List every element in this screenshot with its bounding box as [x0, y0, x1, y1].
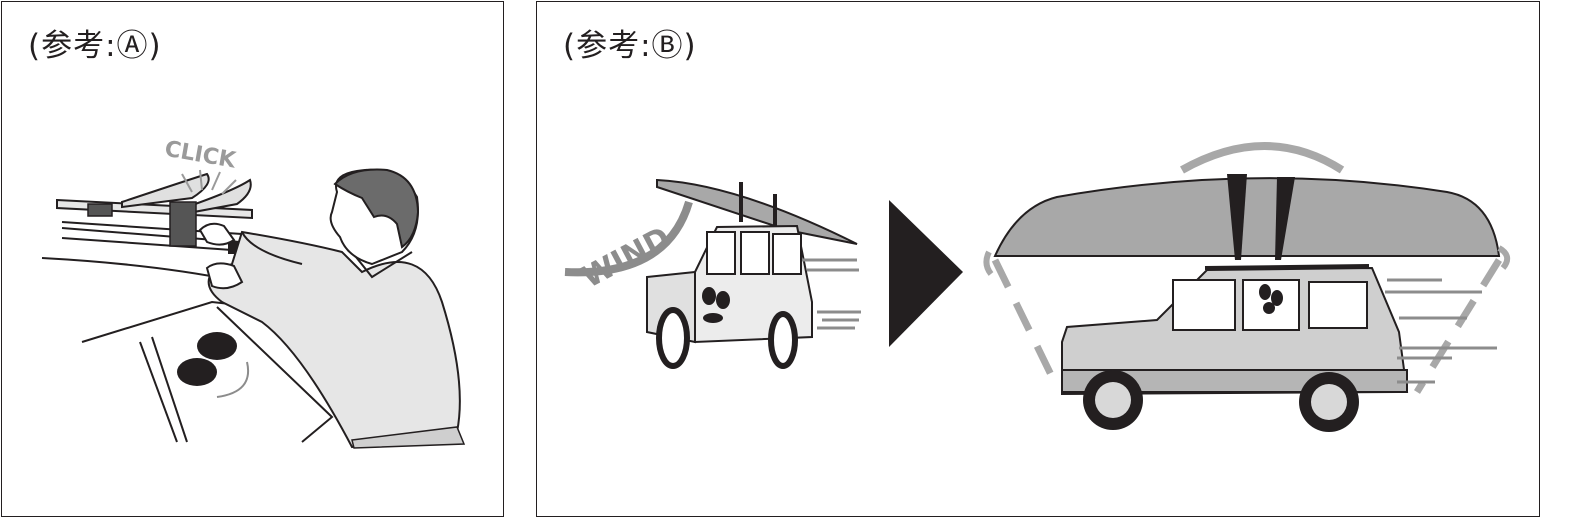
- arrow-right-icon: [889, 200, 963, 347]
- panel-b-label: (参考:Ⓑ): [563, 28, 697, 64]
- reference-panel-a: (参考:Ⓐ) CLICK: [1, 1, 504, 517]
- suction-cup-icon: [177, 358, 217, 386]
- large-car-side-view: [993, 142, 1501, 432]
- small-car-front-view: [646, 178, 858, 369]
- man-attaching-roof-carrier-illustration: CLICK: [41, 137, 466, 449]
- click-text: CLICK: [163, 137, 239, 174]
- canoe-on-car-illustration: WIND: [564, 142, 1511, 432]
- suction-cup-icon: [197, 332, 237, 360]
- reference-panel-b: (参考:Ⓑ) WIND: [536, 1, 1540, 517]
- panel-a-label: (参考:Ⓐ): [28, 28, 162, 64]
